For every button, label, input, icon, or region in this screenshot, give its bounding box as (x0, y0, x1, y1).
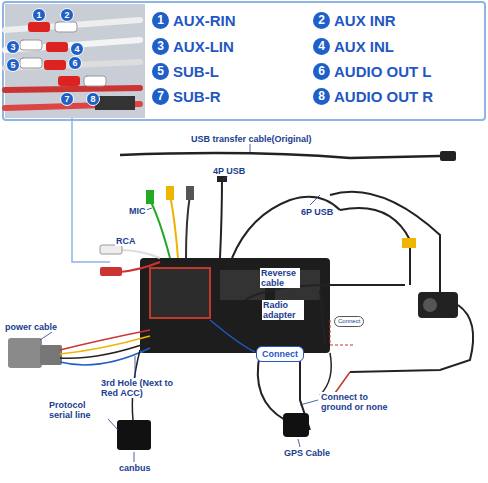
signal-name: SUB-R (173, 88, 221, 105)
signal-name: AUX INL (334, 38, 394, 55)
callout-number: 8 (86, 92, 100, 106)
callout-number: 3 (6, 40, 20, 54)
callout-number: 5 (6, 58, 20, 72)
cable-label: GPS Cable (283, 448, 331, 458)
signal-name: SUB-L (173, 63, 219, 80)
part-label: canbus (118, 463, 152, 473)
cable-label: Protocol serial line (48, 400, 108, 420)
callout-number: 4 (70, 42, 84, 56)
note: 3rd Hole (Next to Red ACC) (100, 378, 184, 398)
callout-number: 6 (68, 56, 82, 70)
callout-number: 5 (152, 63, 169, 80)
part-label: Radio adapter (262, 300, 304, 320)
cable-label: USB transfer cable(Original) (190, 134, 313, 144)
cable-label: power cable (4, 322, 58, 332)
callout-number: 7 (60, 92, 74, 106)
callout-number: 1 (152, 12, 169, 29)
connect-note: Connect (256, 346, 304, 362)
signal-name: AUX-LIN (173, 38, 234, 55)
callout-number: 8 (313, 88, 330, 105)
callout-number: 6 (313, 63, 330, 80)
callout-number: 1 (32, 8, 46, 22)
note: Connect to ground or none (320, 392, 402, 412)
connect-note: Connect (334, 316, 364, 327)
signal-name: AUDIO OUT L (334, 63, 432, 80)
part-label: MIC (128, 206, 147, 216)
signal-name: AUX INR (334, 12, 396, 29)
cable-label: Reverse cable (260, 268, 300, 288)
cable-label: 4P USB (212, 166, 246, 176)
callout-number: 4 (313, 38, 330, 55)
cable-label: 6P USB (300, 207, 334, 217)
callout-number: 2 (60, 8, 74, 22)
callout-number: 7 (152, 88, 169, 105)
signal-name: AUX-RIN (173, 12, 236, 29)
callout-number: 3 (152, 38, 169, 55)
part-label: RCA (115, 236, 137, 246)
signal-name: AUDIO OUT R (334, 88, 433, 105)
callout-number: 2 (313, 12, 330, 29)
